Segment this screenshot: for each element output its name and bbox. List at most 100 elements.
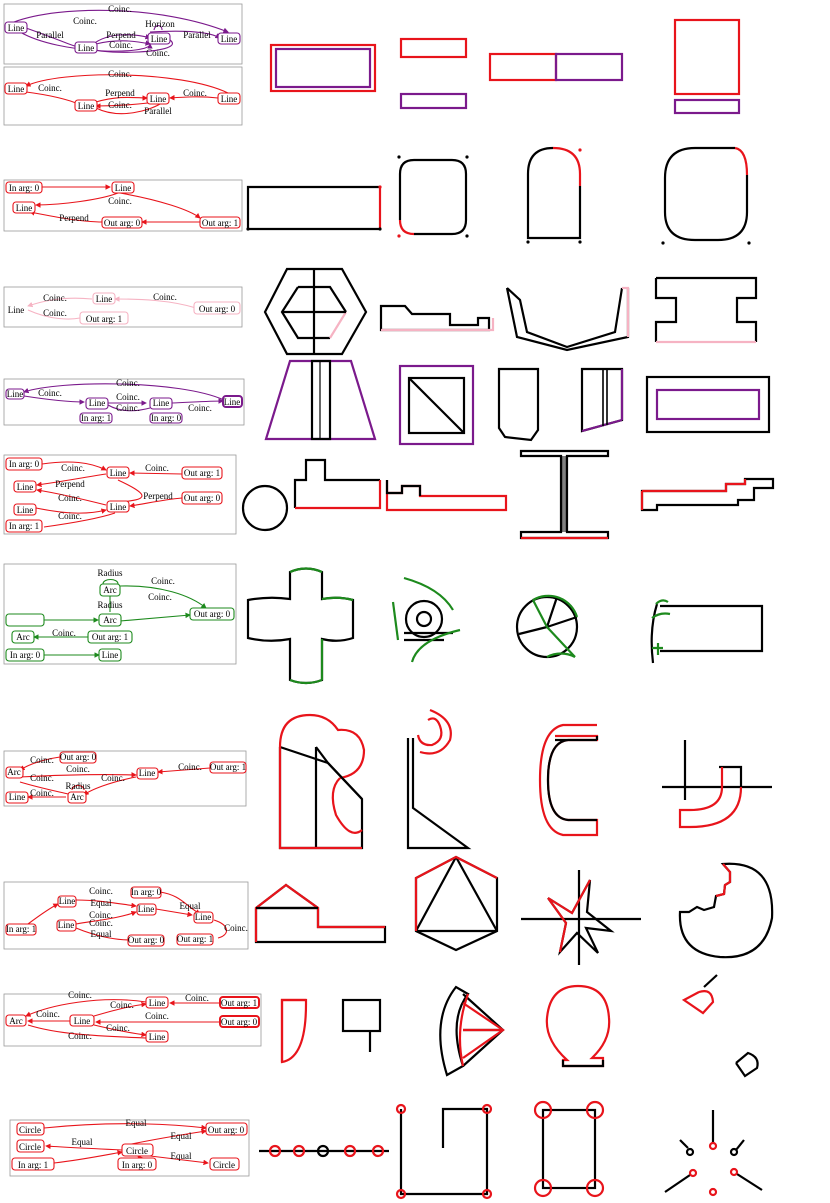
- graph-node: [85, 397, 109, 410]
- sketch-rect-frame: [645, 375, 771, 434]
- graph-node: [181, 491, 223, 505]
- edge-label: Radius: [97, 600, 122, 610]
- node-label: Line: [221, 34, 238, 44]
- node-label: Out arg: 0: [104, 218, 141, 228]
- graph-node: [13, 480, 37, 493]
- graph-node: [5, 766, 24, 779]
- node-label: In arg: 0: [9, 183, 40, 193]
- edge-label: Coinc.: [30, 773, 54, 783]
- graph-panel-4: [3, 286, 243, 328]
- edge-label: Parallel: [183, 30, 211, 40]
- panel-frame: [3, 750, 247, 807]
- graph-node: [189, 607, 235, 621]
- node-label: In arg: 0: [9, 459, 40, 469]
- graph-node: [136, 903, 157, 916]
- graph-node: [13, 503, 37, 516]
- graph-panel-3: [3, 179, 243, 232]
- graph-node: [209, 761, 247, 774]
- edge-label: Coinc.: [89, 886, 113, 896]
- node-label: Line: [78, 43, 95, 53]
- node-label: Arc: [16, 632, 30, 642]
- node-label: Out arg: 0: [208, 1125, 245, 1135]
- edge-label: Coinc.: [89, 910, 113, 920]
- sketch-trough: [506, 287, 624, 349]
- graph-node: [146, 92, 170, 105]
- node-label: Arc: [103, 615, 117, 625]
- edge-label: Coinc.: [61, 463, 85, 473]
- edge-label: Equal: [180, 901, 201, 911]
- edge-label: Equal: [126, 1118, 147, 1128]
- node-label: In arg: 1: [18, 1160, 48, 1170]
- sketch-slot: [660, 604, 764, 653]
- graph-panel-5: [3, 378, 245, 426]
- edge-label: Coinc.: [58, 493, 82, 503]
- sketch-rect: [399, 37, 468, 59]
- edge-label: Parallel: [36, 30, 64, 40]
- node-label: In arg: 0: [10, 650, 41, 660]
- edge-label: Equal: [91, 929, 112, 939]
- sketch-profile: [379, 304, 491, 332]
- graph-panel-10: [3, 993, 262, 1047]
- edge-label: Coinc.: [110, 1000, 134, 1010]
- node-label: Arc: [103, 585, 117, 595]
- node-label: Out arg: 0: [128, 935, 165, 945]
- graph-node: [217, 32, 241, 45]
- sketch-rect: [399, 92, 468, 110]
- graph-node: [193, 911, 214, 924]
- sketch-pentagon: [497, 367, 540, 442]
- sketch-rounded-rect: [663, 146, 749, 242]
- node-label: Line: [195, 912, 212, 922]
- graph-node: [69, 1014, 95, 1027]
- graph-node: [98, 613, 122, 627]
- sketch-rect-corners: [541, 1108, 597, 1190]
- edge-label: Coinc.: [116, 403, 140, 413]
- sketch-row-3: [263, 267, 758, 356]
- edge-label: Perpend: [143, 491, 173, 501]
- sketch-hexagon: [263, 267, 368, 356]
- sketch-profile: [293, 458, 380, 508]
- graph-node: [5, 519, 43, 533]
- edge-label: Coinc.: [43, 293, 67, 303]
- graph-node: [5, 388, 25, 400]
- edge-label: Coinc.: [106, 1023, 130, 1033]
- panel-frame: [3, 179, 243, 232]
- sketch-fan: [439, 985, 470, 1077]
- edge-label: Coinc.: [36, 1009, 60, 1019]
- sketch-square: [341, 998, 382, 1033]
- node-label: Line: [59, 896, 76, 906]
- edge-label: Coinc.: [146, 48, 170, 58]
- sketch-row-1: [269, 18, 741, 115]
- edge-label: Coinc.: [68, 1031, 92, 1041]
- node-label: Line: [96, 294, 113, 304]
- node-label: Line: [8, 305, 25, 315]
- graph-node: [111, 181, 135, 194]
- graph-node: [74, 99, 98, 112]
- node-label: Line: [102, 650, 119, 660]
- edge-label: Coinc.: [58, 511, 82, 521]
- node-label: Line: [153, 398, 170, 408]
- graph-node: [181, 466, 223, 480]
- graph-node: [12, 201, 36, 214]
- node-label: In arg: 1: [81, 413, 111, 423]
- sketch-row-6: [246, 567, 764, 685]
- edge-label: Coinc.: [66, 764, 90, 774]
- sketch-row-5: [241, 449, 775, 540]
- edge-label: Coinc.: [30, 788, 54, 798]
- edge-label: Perpend: [105, 88, 135, 98]
- graph-node: [11, 1157, 55, 1171]
- graph-node: [5, 791, 29, 804]
- edge-label: Coinc.: [116, 392, 140, 402]
- edge-label: Coinc.: [108, 100, 132, 110]
- edge-label: Perpend: [106, 30, 136, 40]
- sketch-rect: [488, 52, 558, 82]
- graph-node: [67, 791, 87, 804]
- graph-panel-1: [3, 3, 243, 65]
- node-label: Line: [110, 502, 127, 512]
- node-label: Line: [150, 94, 167, 104]
- node-label: Out arg: 1: [177, 934, 213, 944]
- edge-label: Coinc.: [43, 308, 67, 318]
- node-label: Line: [149, 998, 166, 1008]
- graph-node: [106, 466, 130, 479]
- edge-label: Perpend: [55, 479, 85, 489]
- node-label: Arc: [70, 792, 84, 802]
